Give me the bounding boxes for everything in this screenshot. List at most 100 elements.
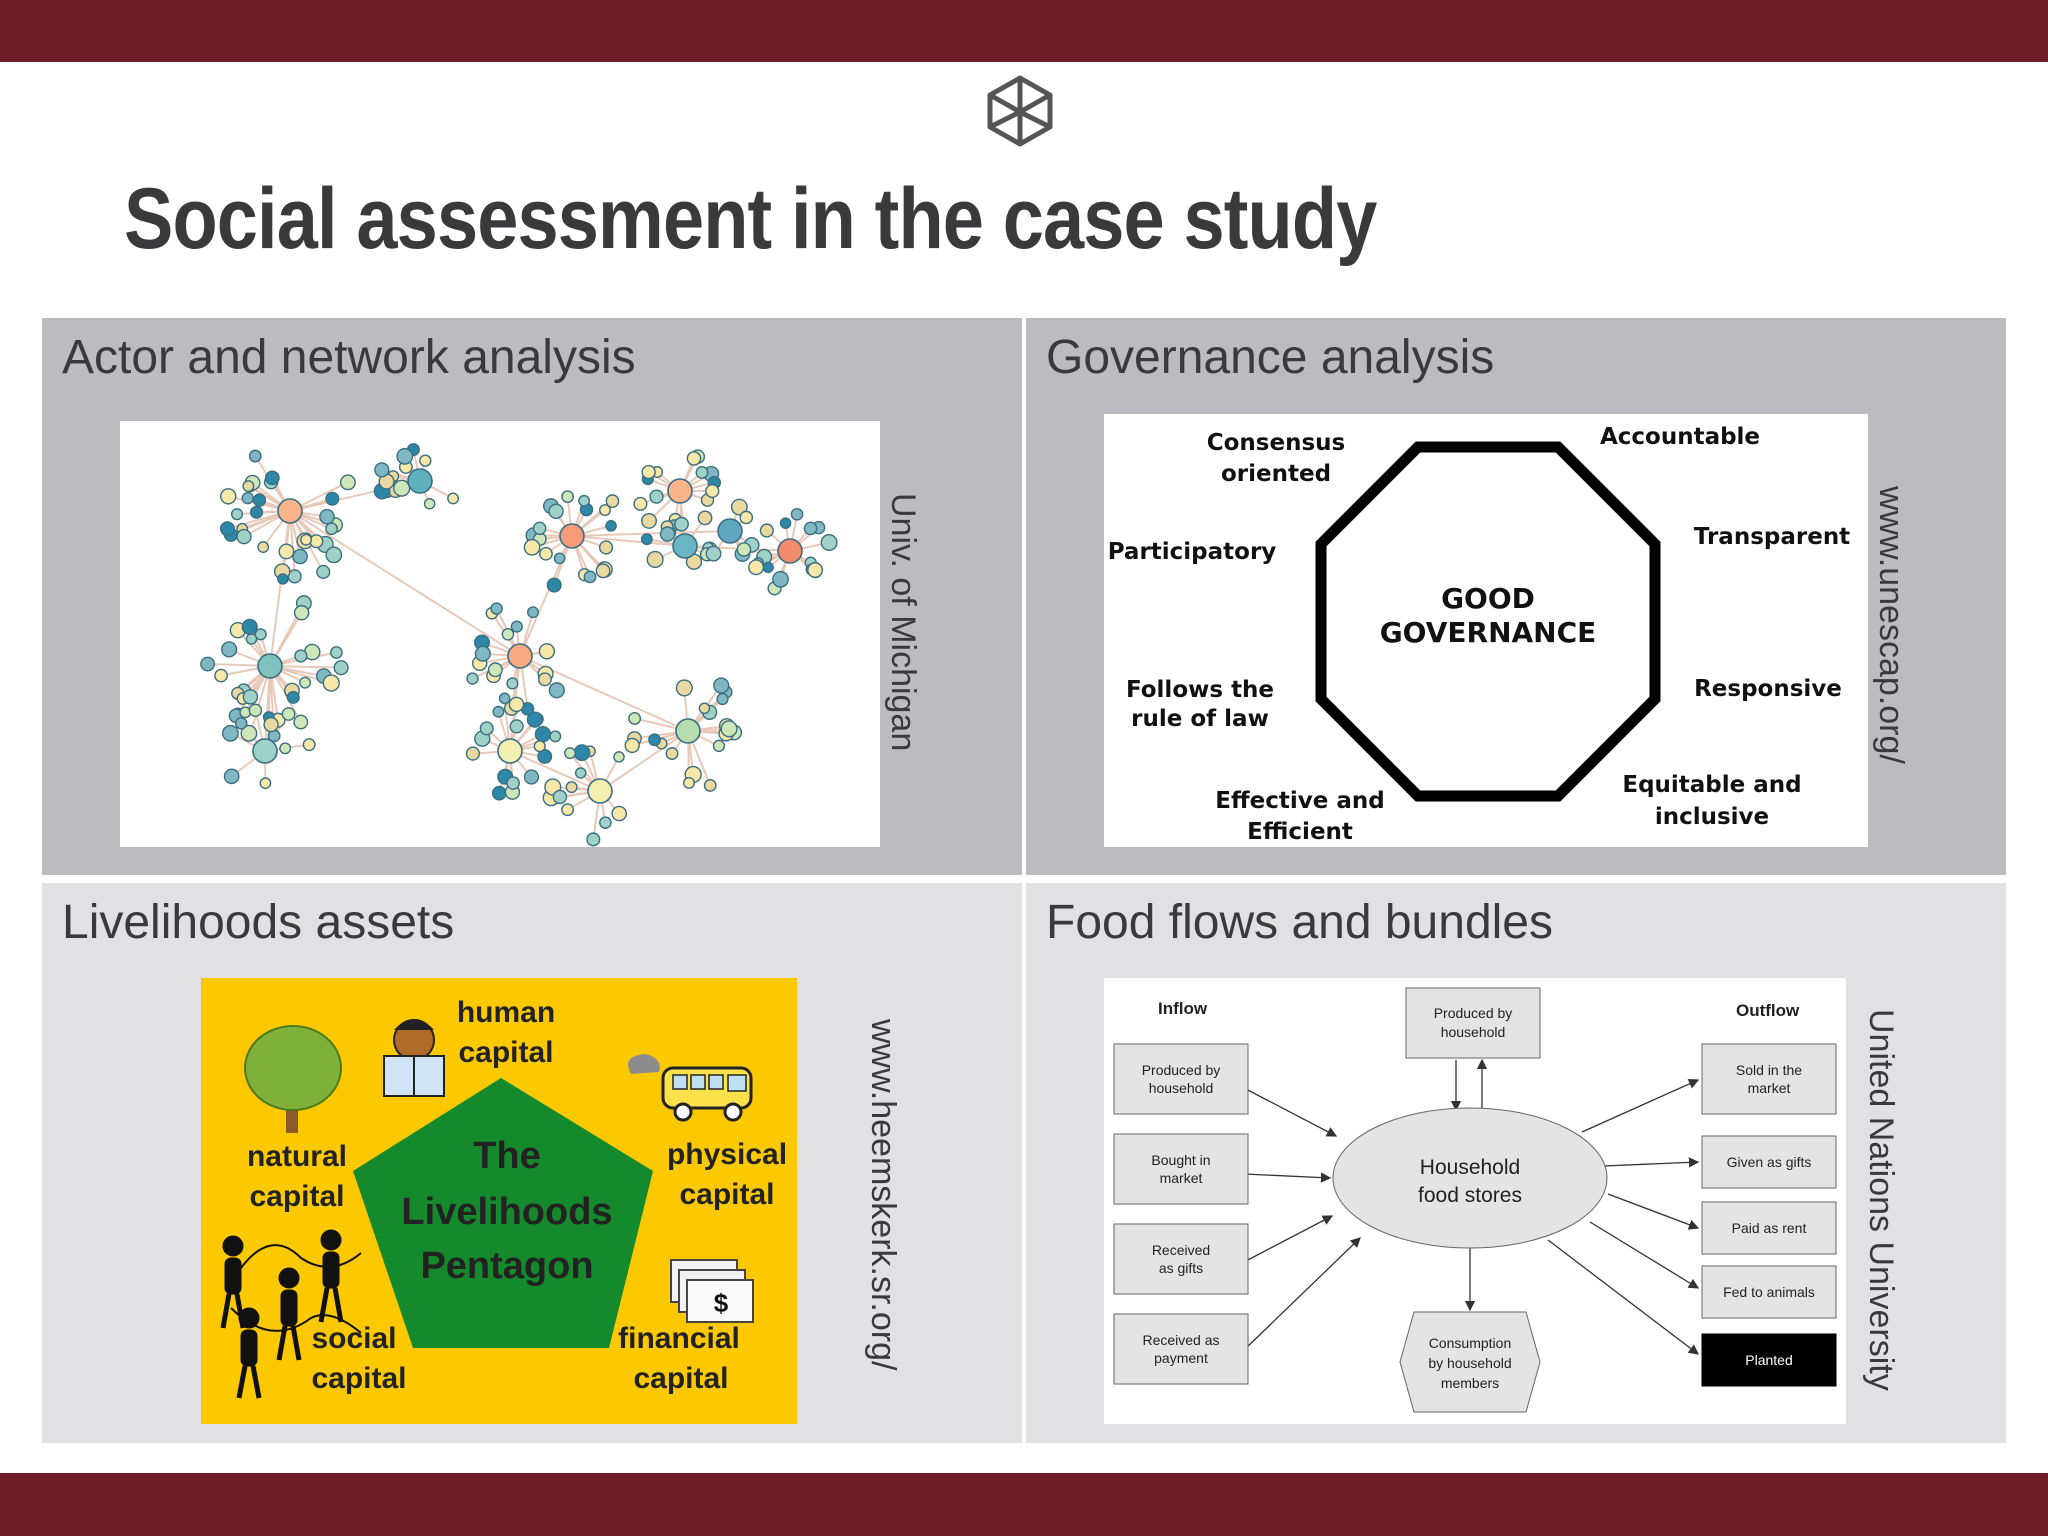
network-node [605,494,620,508]
inflow-2-line2: market [1160,1170,1203,1186]
household-food-stores-node [1332,1107,1608,1249]
network-node [263,716,279,733]
financial-capital-2: capital [633,1362,728,1395]
governance-diagram: GOOD GOVERNANCE Consensus oriented Accou… [1104,414,1868,847]
network-node [300,533,313,546]
network-hub-node [672,533,698,559]
network-node [325,546,343,564]
bottom-brand-bar [0,1473,2048,1536]
network-node [309,534,324,549]
network-node [252,493,267,507]
network-node [532,521,547,536]
network-node [277,573,289,585]
label-effective-2: Efficient [1247,819,1353,845]
network-hub-node [277,498,303,524]
network-node [736,542,752,557]
governance-center-line1: GOOD [1441,582,1535,615]
food-flows-title: Food flows and bundles [1046,896,1553,949]
inflow-2-line1: Bought in [1151,1152,1210,1168]
network-node [319,508,335,525]
network-node [686,451,702,466]
network-hub-node [667,478,693,504]
outflow-2-label: Given as gifts [1727,1154,1812,1170]
network-node [219,521,235,537]
network-node [509,719,524,734]
network-hub-node [257,653,283,679]
food-flows-panel: Food flows and bundles [1026,883,2006,1443]
network-edge [599,730,689,792]
governance-octagon [1315,441,1661,802]
inflow-box-4 [1113,1313,1249,1385]
network-node [605,520,617,532]
network-node [682,776,696,789]
network-node [759,523,774,538]
network-node [712,739,726,753]
pentagon-shape [353,1078,653,1348]
governance-title: Governance analysis [1046,331,1495,384]
network-node [333,660,349,676]
network-node [665,747,679,760]
network-node [220,488,237,505]
livelihoods-pentagon-diagram: The Livelihoods Pentagon [201,978,797,1424]
money-stack-icon: $ [670,1259,754,1323]
network-node [339,474,356,491]
inflow-1-line2: household [1149,1080,1214,1096]
network-node [659,526,676,542]
network-node [492,705,505,718]
label-accountable: Accountable [1600,424,1760,450]
governance-center-line2: GOVERNANCE [1380,616,1597,649]
outflow-box-5 [1701,1333,1837,1387]
network-node [553,552,566,565]
network-node [292,548,308,565]
network-hub-node [252,738,278,764]
inflow-4-line1: Received as [1142,1332,1219,1348]
network-node [546,577,562,593]
outflow-header: Outflow [1736,1001,1800,1020]
financial-capital-1: financial [618,1322,740,1355]
network-node [325,522,338,536]
network-node [534,726,552,743]
network-node [716,692,729,706]
network-node [599,816,612,829]
network-hub-node [717,518,743,544]
network-node [538,643,556,660]
network-node [539,546,553,561]
livelihoods-credit: www.heemskerk.sr.org/ [864,1019,902,1371]
governance-panel: Governance analysis GOOD GOVERNANCE Cons… [1026,318,2006,875]
network-edge [571,530,731,537]
inflow-3-line1: Received [1152,1242,1210,1258]
outflow-3-label: Paid as rent [1732,1220,1807,1236]
network-node [713,677,730,694]
network-node [633,496,648,511]
pentagon-text-1: The [473,1135,541,1177]
network-node [419,454,432,467]
network-node [294,649,308,663]
network-hub-node [675,718,701,744]
label-law-2: rule of law [1131,706,1269,732]
network-node [527,606,540,619]
natural-capital-2: capital [249,1180,344,1213]
network-node [523,769,540,785]
outflow-5-label: Planted [1745,1352,1792,1368]
inflow-box-1 [1113,1043,1249,1115]
network-hub-node [777,538,803,564]
governance-credit: www.unescap.org/ [1872,486,1910,764]
network-node [466,672,479,685]
network-edge [289,510,521,657]
label-transparent: Transparent [1694,524,1850,550]
network-node [487,662,503,678]
outflow-1-line1: Sold in the [1736,1062,1802,1078]
network-node [491,785,507,801]
network-node [695,465,709,479]
consumption-line3: members [1441,1375,1499,1391]
network-node [703,779,717,792]
label-equitable-1: Equitable and [1622,772,1801,798]
label-effective-1: Effective and [1215,788,1384,814]
network-node [537,672,552,687]
network-node [242,689,259,705]
top-produced-line2: household [1441,1024,1506,1040]
people-group-icon [220,1229,362,1399]
human-capital-2: capital [458,1036,553,1069]
network-node [548,503,564,520]
network-node [548,682,565,699]
